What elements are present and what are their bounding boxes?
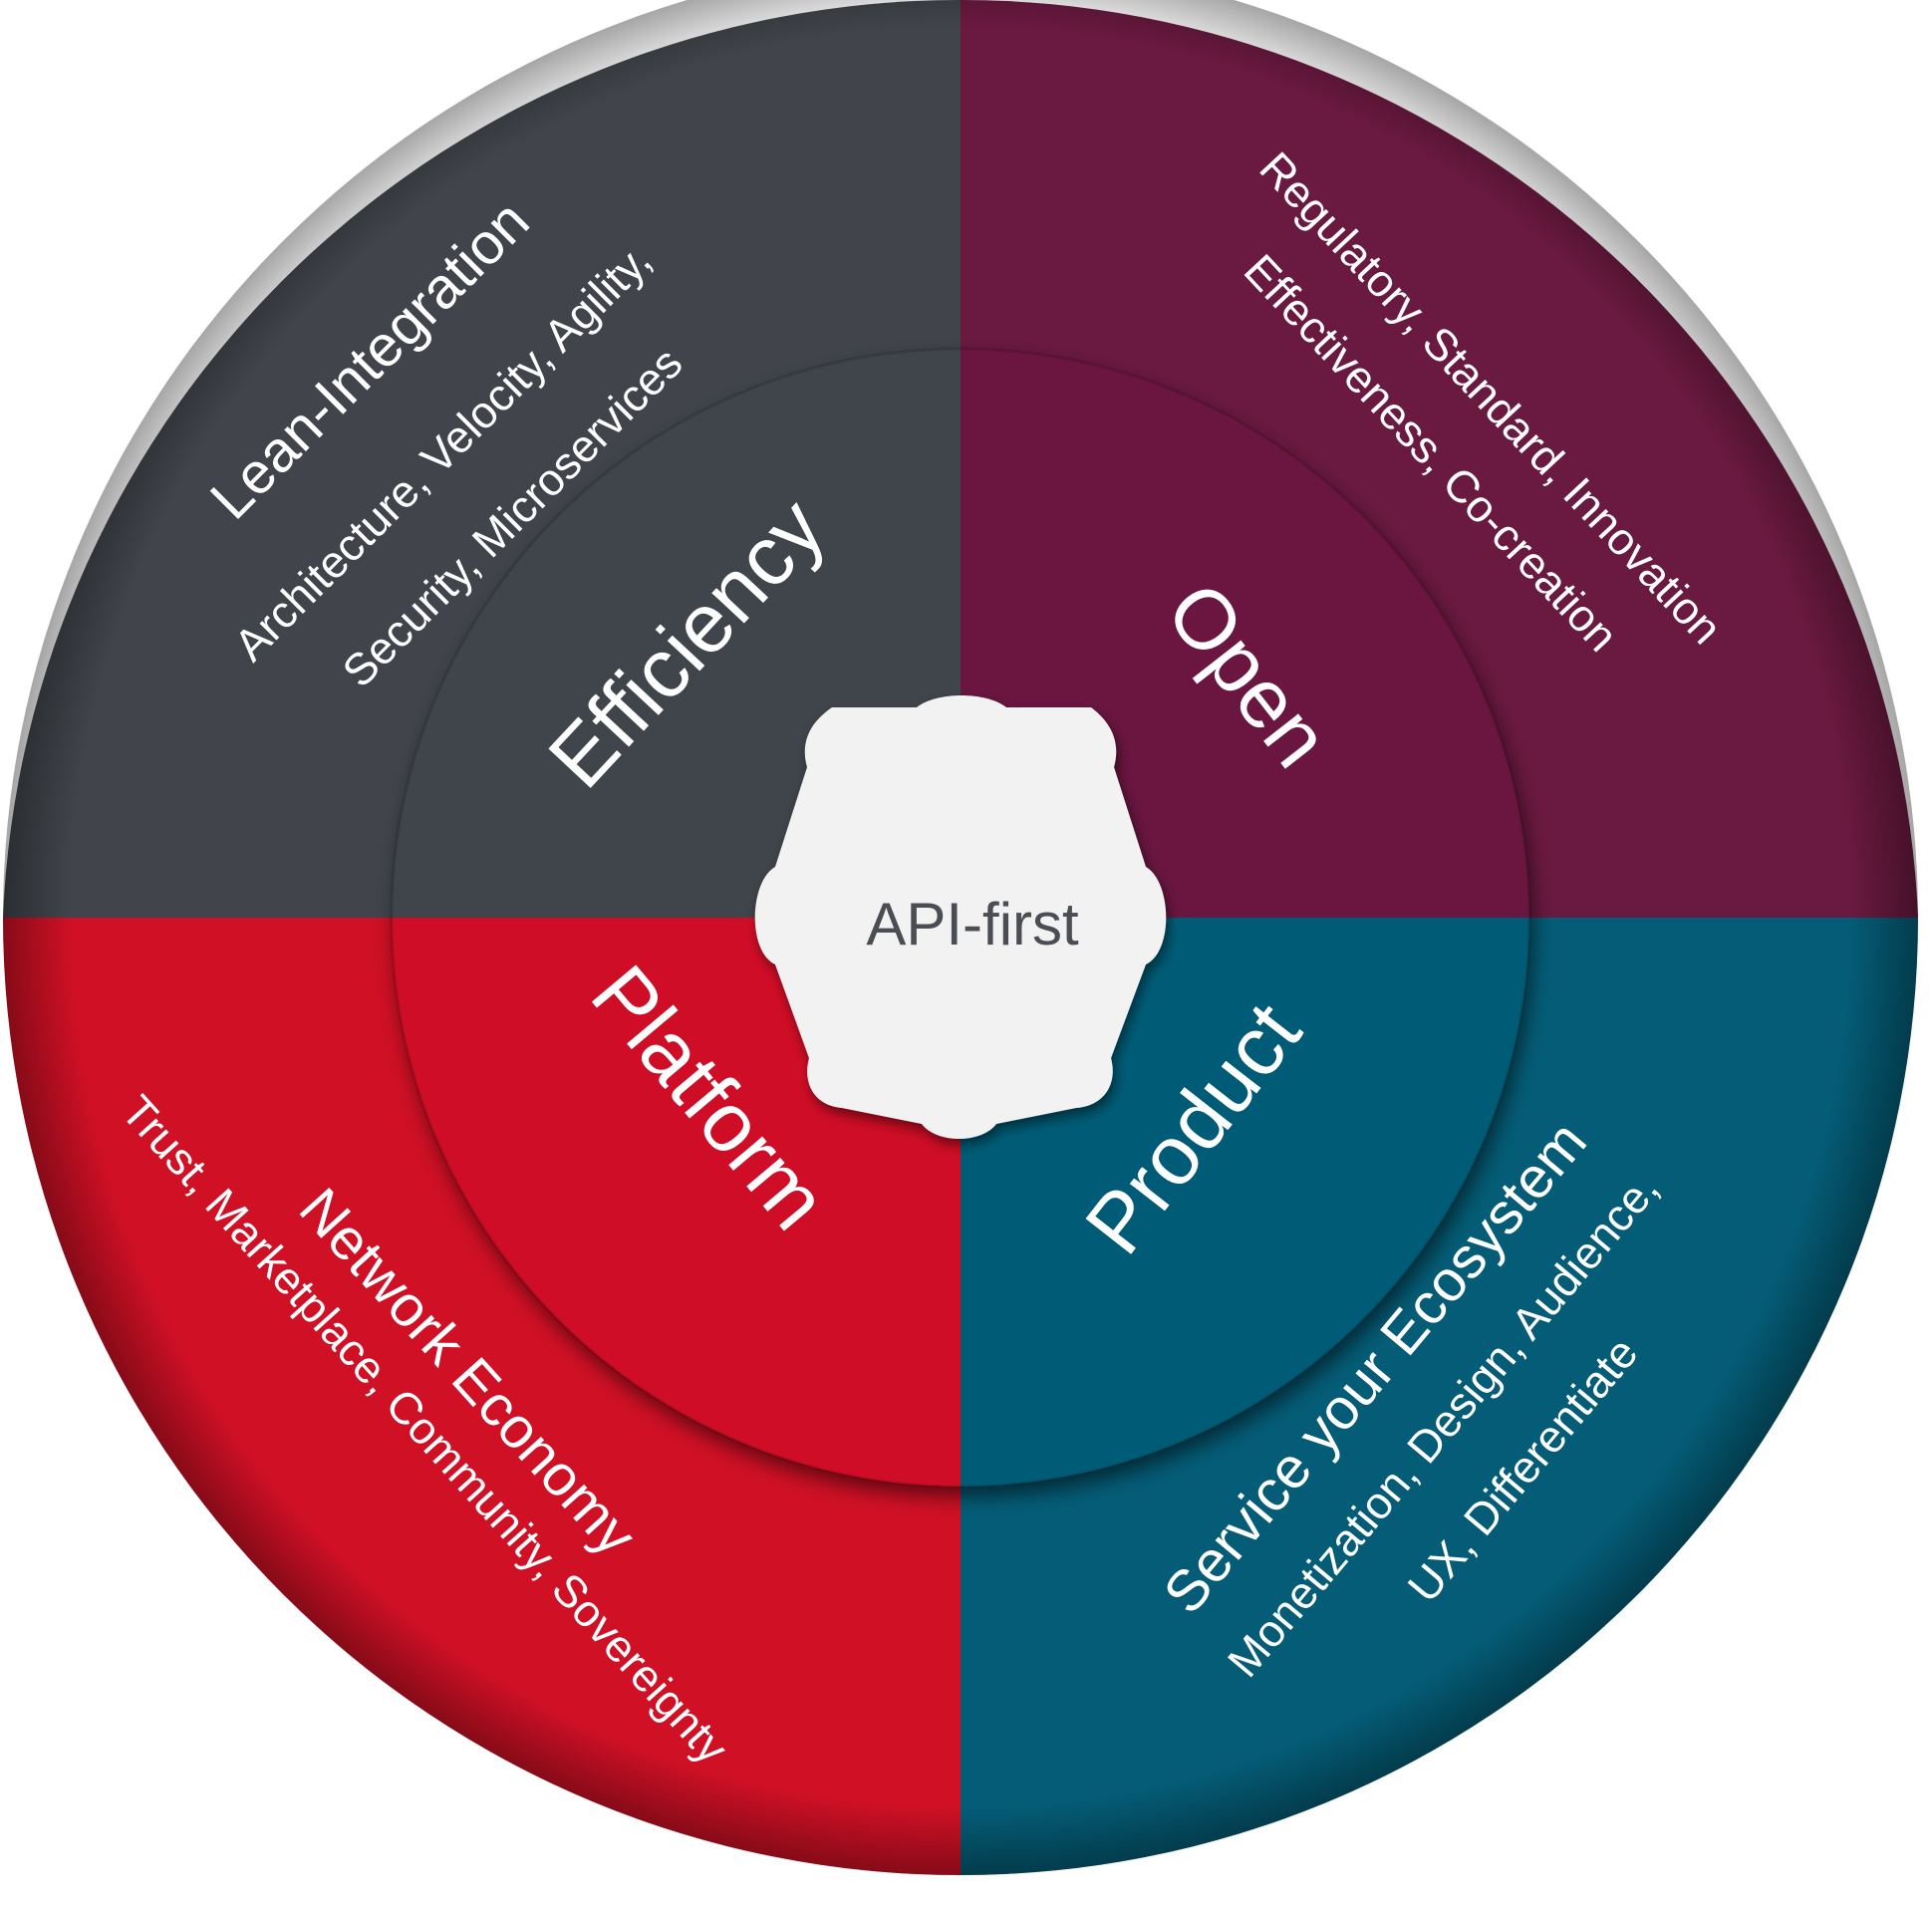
gear-icon	[754, 695, 1167, 1139]
inner-disc-edge	[390, 347, 1531, 1489]
api-first-label: API-first	[866, 891, 1079, 957]
gear-shape	[754, 695, 1167, 1139]
